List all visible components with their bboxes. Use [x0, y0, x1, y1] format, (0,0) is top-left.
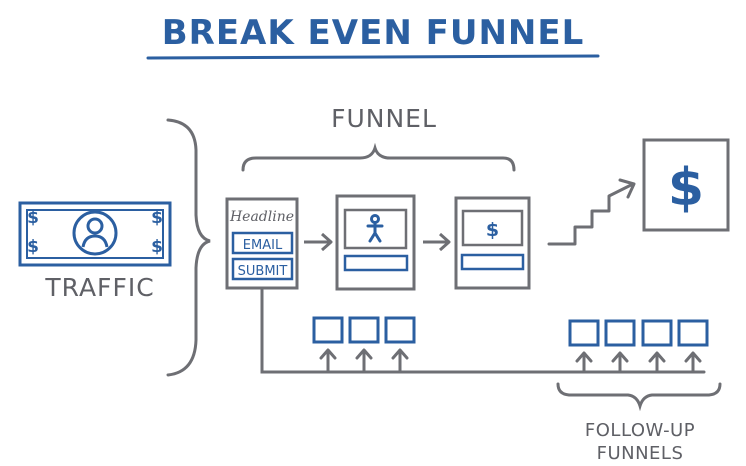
bill-dollar-sign: $ [151, 208, 163, 228]
funnel-brace [241, 142, 516, 172]
bill-dollar-sign: $ [151, 237, 163, 257]
diagram-title: BREAK EVEN FUNNEL [162, 13, 585, 53]
followup-group-2 [568, 319, 709, 374]
followup-label-line1: FOLLOW-UP [585, 420, 695, 441]
page-headline: Headline [229, 209, 294, 225]
sales-page [335, 194, 416, 291]
dollar-box-icon: $ [642, 138, 730, 232]
arrow-right-icon [423, 232, 451, 252]
revenue-dollar-sign: $ [668, 158, 704, 218]
stick-figure-icon [366, 214, 384, 243]
followup-group-1 [312, 316, 416, 374]
checkout-button [460, 253, 525, 271]
traffic-brace [166, 118, 211, 377]
optin-page: Headline EMAIL SUBMIT [225, 197, 299, 290]
bill-dollar-sign: $ [27, 208, 39, 228]
up-arrow-icon [575, 351, 702, 374]
arrow-right-icon [304, 232, 333, 252]
bill-dollar-sign: $ [27, 237, 39, 257]
followup-baseline [260, 288, 706, 374]
followup-box [677, 319, 709, 347]
followup-brace [556, 382, 722, 412]
followup-box [604, 319, 636, 347]
submit-button [231, 257, 294, 281]
followup-label-line2: FUNNELS [597, 443, 684, 464]
followup-box [348, 316, 380, 344]
submit-button-label: SUBMIT [238, 264, 288, 279]
up-arrow-icon [319, 348, 409, 374]
dollar-bill-icon: $ $ $ $ [18, 201, 172, 267]
stairs-arrow-icon [547, 178, 636, 246]
followup-box [568, 319, 600, 347]
email-field-label: EMAIL [243, 238, 283, 253]
person-avatar-icon [72, 210, 118, 256]
email-field [231, 231, 294, 255]
followup-box [384, 316, 416, 344]
checkout-dollar-sign: $ [486, 219, 499, 241]
title-underline [146, 54, 600, 60]
sales-page-button [343, 254, 409, 272]
funnel-label: FUNNEL [331, 104, 437, 133]
followup-box [312, 316, 344, 344]
traffic-label: TRAFFIC [44, 273, 154, 302]
checkout-page: $ [454, 196, 531, 290]
followup-box [641, 319, 673, 347]
